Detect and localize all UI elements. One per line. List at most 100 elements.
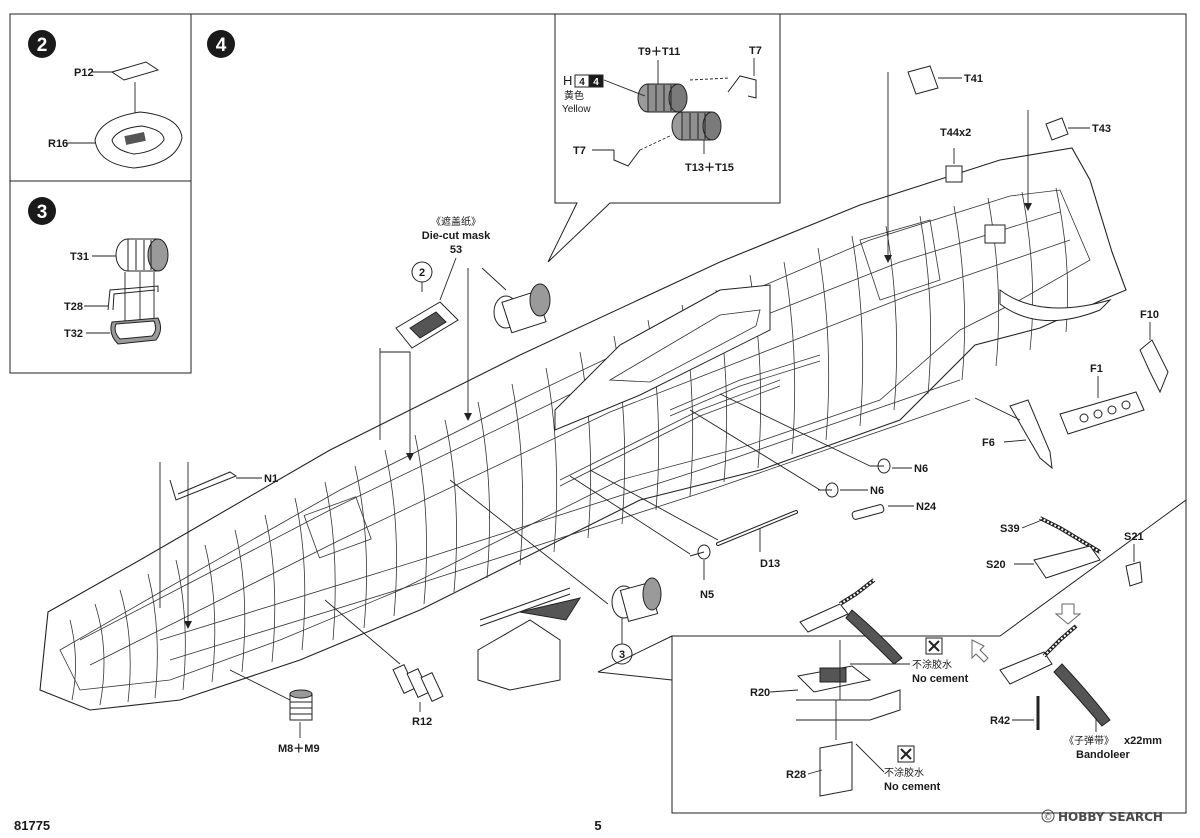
- drum-assembly-top: [464, 267, 551, 421]
- bandoleer-label-en: Bandoleer: [1076, 749, 1131, 761]
- part-n24: [851, 504, 885, 520]
- upper-right-parts: T41 T44x2 T43 F10 F1 F6: [884, 65, 1169, 470]
- mask-number: 53: [450, 244, 462, 256]
- footer: 81775 5 © HOBBY SEARCH: [14, 809, 1163, 833]
- label-r20: R20: [750, 687, 770, 699]
- label-s39: S39: [1000, 523, 1020, 535]
- top-callout-box: [547, 13, 781, 263]
- fuselage-hull: [39, 147, 1127, 711]
- step2-number: 2: [37, 35, 48, 56]
- part-t44: [945, 165, 963, 183]
- watermark-text: HOBBY SEARCH: [1058, 810, 1163, 824]
- label-r28: R28: [786, 769, 806, 781]
- part-t28: [107, 285, 159, 311]
- label-r42: R42: [990, 715, 1010, 727]
- ref-circle-3: [611, 643, 633, 665]
- gun-mount-left: [796, 578, 903, 797]
- label-t7-right: T7: [749, 45, 762, 57]
- part-t43: [1045, 117, 1069, 141]
- center-right-parts: N6 N6 N24 D13 N5: [569, 393, 937, 601]
- color-name-en: Yellow: [562, 104, 591, 115]
- part-s21: [1125, 561, 1143, 587]
- label-n24: N24: [916, 501, 937, 513]
- bandoleer-qty: x22mm: [1124, 735, 1162, 747]
- paint-code-letter: H: [563, 73, 572, 88]
- label-s21: S21: [1124, 531, 1144, 543]
- label-f1: F1: [1090, 363, 1103, 375]
- x-in-box-icon: [897, 745, 915, 763]
- left-parts: N1 R12 M8＋M9: [159, 462, 662, 755]
- bottom-callout: S39 S21 S20 R42 《子弹带》 x22mm Bandolee: [597, 499, 1187, 814]
- watermark-badge: [1041, 809, 1055, 823]
- no-cement-en-2: No cement: [884, 781, 941, 793]
- label-t9-t11: T9＋T11: [638, 46, 680, 58]
- part-s20: [1033, 545, 1101, 579]
- label-t7-left: T7: [573, 145, 586, 157]
- label-n6-a: N6: [914, 463, 928, 475]
- part-n6-b: [818, 482, 839, 498]
- color-name-cn: 黄色: [564, 89, 584, 102]
- part-f10: [1139, 339, 1169, 394]
- step4-number: 4: [216, 35, 227, 56]
- kit-number: 81775: [14, 818, 50, 833]
- watermark-badge-text: ©: [1044, 813, 1053, 823]
- bottom-callout-box: [671, 499, 1187, 814]
- part-t41: [907, 65, 939, 95]
- paint-code-b: 4: [593, 77, 599, 88]
- label-f10: F10: [1140, 309, 1159, 321]
- label-m8-m9: M8＋M9: [278, 743, 320, 755]
- label-d13: D13: [760, 558, 780, 570]
- cockpit-gun-mount: [477, 587, 582, 691]
- bandoleer-label-cn: 《子弹带》: [1064, 734, 1114, 747]
- step2-panel: 2 P12 R16: [28, 30, 183, 169]
- mask-label-en: Die-cut mask: [422, 230, 491, 242]
- part-n5: [689, 544, 711, 560]
- part-t13-t15: [671, 111, 722, 141]
- side-window-frame: [303, 496, 372, 559]
- step3-badge: [28, 197, 56, 225]
- hollow-down-arrow-icon: [1054, 603, 1082, 625]
- part-t31: [115, 238, 169, 272]
- part-f6: [1009, 399, 1053, 470]
- label-r16: R16: [48, 138, 68, 150]
- paint-code-a: 4: [579, 77, 585, 88]
- step4-badge: [207, 30, 235, 58]
- hollow-diagonal-arrow-icon: [971, 639, 989, 663]
- part-n6-a: [870, 458, 891, 474]
- label-n6-b: N6: [870, 485, 884, 497]
- step3-panel: 3 T31 T28 T32: [28, 197, 169, 345]
- fuselage-assembly: [39, 147, 1127, 711]
- no-cement-cn-2: 不涂胶水: [884, 766, 924, 779]
- part-t7-left: [613, 149, 641, 167]
- label-t28: T28: [64, 301, 83, 313]
- drum-assembly-bottom: [611, 577, 662, 622]
- canopy-opening: [554, 284, 771, 431]
- no-cement-en-1: No cement: [912, 673, 969, 685]
- label-s20: S20: [986, 559, 1006, 571]
- part-p12: [110, 61, 160, 81]
- label-n5: N5: [700, 589, 714, 601]
- x-in-box-icon: [925, 637, 943, 655]
- part-t7-right: [727, 75, 757, 99]
- label-f6: F6: [982, 437, 995, 449]
- part-m8-m9: [289, 689, 313, 721]
- label-r12: R12: [412, 716, 432, 728]
- step2-badge: [28, 30, 56, 58]
- mask-label-cn: 《遮盖纸》: [431, 215, 481, 228]
- ref-circle-2-label: 2: [419, 267, 425, 279]
- label-p12: P12: [74, 67, 94, 79]
- fuselage-inner: [59, 189, 1091, 691]
- label-n1: N1: [264, 473, 278, 485]
- part-t9-t11: [637, 83, 688, 113]
- top-callout: T9＋T11 T7 T7 T13＋T15 H 4 4 黄色 Yellow: [547, 13, 781, 263]
- label-t32: T32: [64, 328, 83, 340]
- step3-number: 3: [37, 202, 48, 223]
- label-t31: T31: [70, 251, 89, 263]
- label-t13-t15: T13＋T15: [685, 162, 734, 174]
- step4-header: 4: [207, 30, 235, 58]
- label-t41: T41: [964, 73, 983, 85]
- gun-assembled: [999, 624, 1111, 727]
- step3-box: [9, 180, 192, 374]
- paint-code-box-b: [588, 74, 604, 88]
